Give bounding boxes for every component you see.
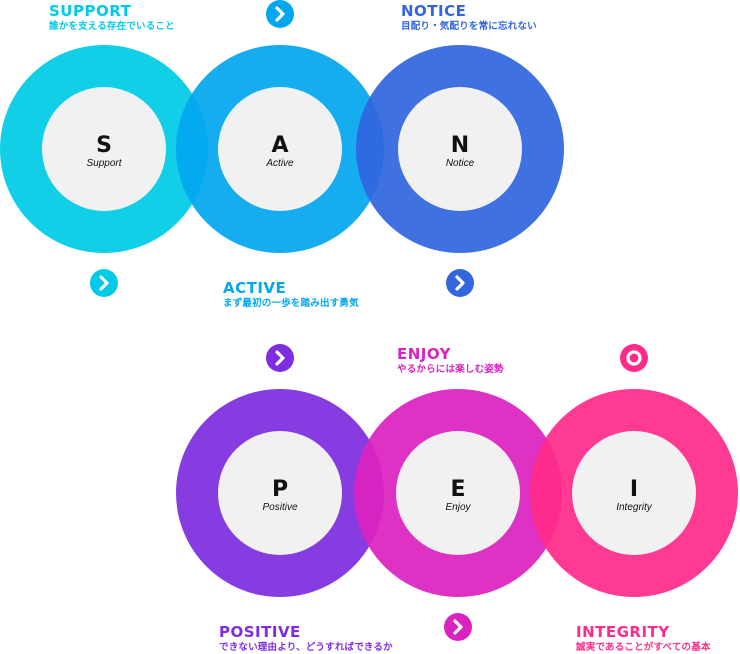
- inner-circle-notice: [398, 87, 522, 211]
- marker-dot: [90, 269, 118, 297]
- label-positive-title: POSITIVE: [219, 623, 301, 641]
- ring-letter-notice: N: [451, 133, 469, 158]
- markers-layer: [90, 0, 648, 641]
- ring-letter-positive: P: [272, 477, 288, 502]
- label-notice-sub: 目配り・気配りを常に忘れない: [401, 21, 537, 32]
- ring-word-positive: Positive: [262, 502, 297, 513]
- label-integrity-sub: 誠実であることがすべての基本: [576, 642, 711, 653]
- label-enjoy-sub: やるからには楽しむ姿勢: [397, 364, 504, 375]
- label-active-title: ACTIVE: [223, 279, 287, 297]
- marker-dot: [444, 613, 472, 641]
- marker-dot: [446, 269, 474, 297]
- ring-word-support: Support: [86, 158, 122, 169]
- label-enjoy-title: ENJOY: [397, 345, 451, 363]
- label-enjoy: ENJOY やるからには楽しむ姿勢: [397, 345, 504, 376]
- ring-letter-integrity: I: [630, 477, 638, 502]
- inner-circle-support: [42, 87, 166, 211]
- label-notice-title: NOTICE: [401, 2, 467, 20]
- ring-word-integrity: Integrity: [616, 502, 653, 513]
- ring-letter-enjoy: E: [450, 477, 465, 502]
- ring-word-notice: Notice: [446, 158, 475, 169]
- label-notice: NOTICE 目配り・気配りを常に忘れない: [401, 2, 537, 33]
- arrow-right-icon-p: [266, 344, 294, 372]
- inner-circle-positive: [218, 431, 342, 555]
- label-support-sub: 誰かを支える存在でいること: [49, 21, 175, 32]
- ring-end-icon-i: [620, 344, 648, 372]
- ring-word-enjoy: Enjoy: [445, 502, 471, 513]
- label-support: SUPPORT 誰かを支える存在でいること: [49, 2, 175, 33]
- arrow-right-icon-s: [90, 269, 118, 297]
- label-active: ACTIVE まず最初の一歩を踏み出す勇気: [223, 279, 359, 310]
- ring-word-active: Active: [265, 158, 294, 169]
- inner-circle-integrity: [572, 431, 696, 555]
- label-support-title: SUPPORT: [49, 2, 132, 20]
- ring-letter-support: S: [96, 133, 112, 158]
- inner-circle-enjoy: [396, 431, 520, 555]
- marker-dot: [620, 344, 648, 372]
- arrow-right-icon-e: [444, 613, 472, 641]
- ring-end-glyph: [626, 350, 642, 366]
- chevron-glyph: [275, 350, 285, 366]
- label-integrity-title: INTEGRITY: [576, 623, 670, 641]
- arrow-right-icon-n: [446, 269, 474, 297]
- arrow-right-icon-a: [266, 0, 294, 28]
- inner-circle-active: [218, 87, 342, 211]
- chevron-glyph: [99, 275, 109, 291]
- chevron-glyph: [275, 6, 285, 22]
- ring-letter-active: A: [271, 133, 288, 158]
- label-active-sub: まず最初の一歩を踏み出す勇気: [223, 298, 359, 309]
- marker-dot: [266, 0, 294, 28]
- marker-dot: [266, 344, 294, 372]
- label-positive-sub: できない理由より、どうすればできるか: [219, 642, 393, 653]
- label-positive: POSITIVE できない理由より、どうすればできるか: [219, 623, 393, 654]
- chevron-glyph: [453, 619, 463, 635]
- label-integrity: INTEGRITY 誠実であることがすべての基本: [576, 623, 711, 654]
- chevron-glyph: [455, 275, 465, 291]
